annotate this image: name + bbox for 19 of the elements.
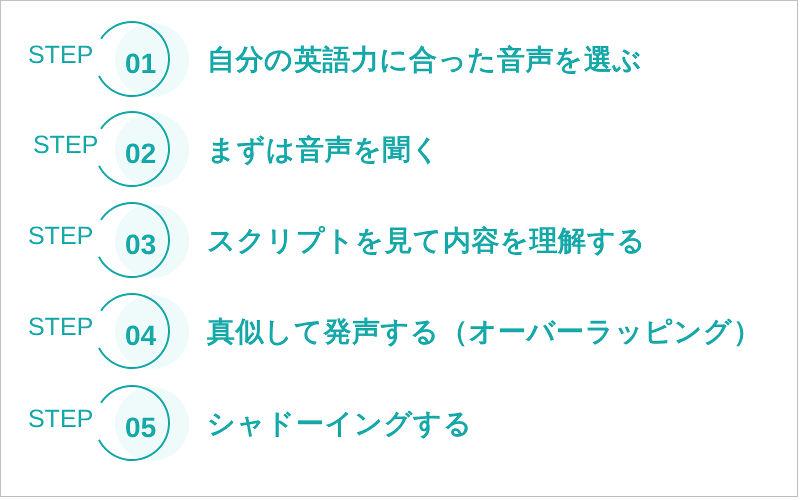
step-label: STEP [28, 407, 94, 432]
step-number: 02 [125, 140, 156, 168]
step-title: 真似して発声する（オーバーラッピング） [207, 315, 762, 349]
step-title: シャドーイングする [207, 407, 472, 441]
step-title: 自分の英語力に合った音声を選ぶ [207, 43, 642, 77]
step-title: まずは音声を聞く [207, 133, 441, 167]
step-label: STEP [28, 224, 94, 249]
step-label: STEP [28, 43, 94, 68]
step-number: 01 [125, 50, 156, 78]
step-badge [26, 291, 191, 371]
step-badge [26, 19, 191, 99]
step-badge [26, 200, 191, 280]
step-number: 05 [125, 414, 156, 442]
step-title: スクリプトを見て内容を理解する [207, 224, 646, 258]
step-label: STEP [33, 133, 98, 158]
step-number: 03 [125, 231, 156, 259]
step-number: 04 [125, 322, 156, 350]
step-badge [26, 383, 191, 463]
step-label: STEP [28, 315, 94, 340]
